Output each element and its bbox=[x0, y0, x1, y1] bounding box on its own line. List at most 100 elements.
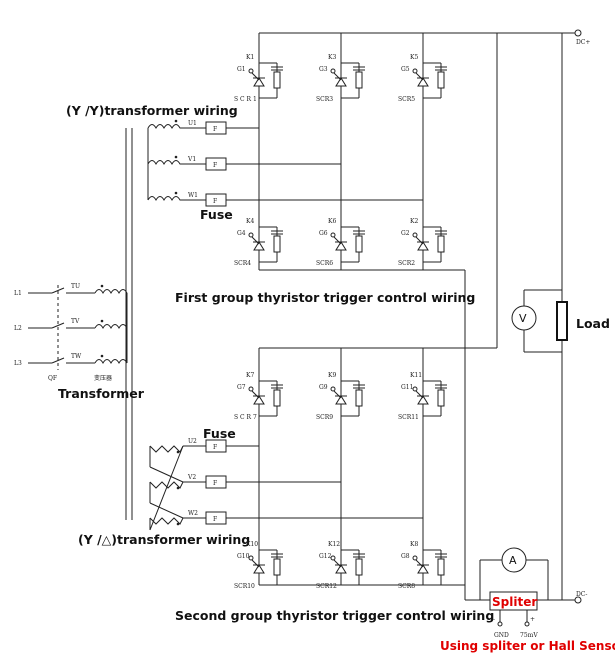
gate-label: G1 bbox=[237, 66, 246, 73]
gate-label: G6 bbox=[319, 230, 328, 237]
voltmeter-label: V bbox=[519, 312, 527, 325]
first-group-label: First group thyristor trigger control wi… bbox=[175, 290, 475, 305]
gate-lead bbox=[251, 236, 260, 245]
snubber-resistor bbox=[437, 558, 445, 576]
gnd-label: GND bbox=[494, 632, 509, 639]
phase-labels: U1 V1 W1 U2 V2 W2 bbox=[187, 120, 198, 517]
thyristor-symbol bbox=[417, 241, 429, 251]
gate-lead bbox=[415, 559, 424, 568]
gate-terminal bbox=[330, 555, 336, 561]
gate-terminal bbox=[248, 555, 254, 561]
scr-label: SCR12 bbox=[316, 583, 337, 590]
thyristor-symbol bbox=[253, 77, 265, 87]
fuse-box-label: F bbox=[213, 480, 217, 487]
scr-label: S C R 7 bbox=[234, 414, 257, 421]
gate-lead bbox=[251, 559, 260, 568]
snubber-resistor bbox=[273, 71, 281, 89]
load-resistor: Load bbox=[556, 301, 610, 341]
snubber-resistor bbox=[355, 558, 363, 576]
gate-label: G8 bbox=[401, 553, 410, 560]
phase-label: V2 bbox=[187, 474, 196, 481]
gate-lead bbox=[415, 236, 424, 245]
mains-label: L1 bbox=[14, 290, 22, 297]
gate-lead bbox=[415, 390, 424, 399]
snubber-resistor bbox=[437, 235, 445, 253]
gate-terminal bbox=[412, 386, 418, 392]
fuse-top-label: Fuse bbox=[200, 207, 233, 222]
gate-lead bbox=[333, 559, 342, 568]
gate-terminal bbox=[412, 232, 418, 238]
gate-label: G3 bbox=[319, 66, 328, 73]
scr-label: SCR2 bbox=[398, 260, 415, 267]
gate-lead bbox=[251, 390, 260, 399]
snubber-resistor bbox=[437, 389, 445, 407]
fuse-box-label: F bbox=[213, 516, 217, 523]
phase-label: W2 bbox=[188, 510, 198, 517]
anode-label: K3 bbox=[328, 54, 336, 61]
gate-label: G9 bbox=[319, 384, 328, 391]
ammeter-label: A bbox=[509, 554, 517, 567]
anode-label: K9 bbox=[328, 372, 336, 379]
thyristor-symbol bbox=[335, 77, 347, 87]
fuses: F F F F F F bbox=[205, 121, 227, 525]
snubber-resistor bbox=[273, 389, 281, 407]
gate-label: G12 bbox=[319, 553, 332, 560]
thyristor-symbol bbox=[335, 395, 347, 405]
thyristor-symbol bbox=[417, 77, 429, 87]
gate-label: G10 bbox=[237, 553, 250, 560]
gate-terminal bbox=[248, 232, 254, 238]
gate-label: G7 bbox=[237, 384, 246, 391]
scr-label: SCR10 bbox=[234, 583, 255, 590]
scr-label: SCR11 bbox=[398, 414, 419, 421]
mains-label: L3 bbox=[14, 360, 22, 367]
thyristor-symbol bbox=[417, 395, 429, 405]
gate-terminal bbox=[330, 386, 336, 392]
thyristor-symbol bbox=[335, 564, 347, 574]
gate-lead bbox=[415, 72, 424, 81]
phase-label: V1 bbox=[187, 156, 196, 163]
scr-label: S C R 1 bbox=[234, 96, 257, 103]
mains-label: L2 bbox=[14, 325, 22, 332]
gate-lead bbox=[333, 72, 342, 81]
sensor-note: Using spliter or Hall Sensor bbox=[440, 639, 615, 653]
snubber-resistor bbox=[355, 235, 363, 253]
anode-label: K4 bbox=[246, 218, 254, 225]
dc-plus-label: DC+ bbox=[576, 39, 590, 46]
fuse-box-label: F bbox=[213, 126, 217, 133]
scr-label: SCR9 bbox=[316, 414, 333, 421]
anode-label: K12 bbox=[328, 541, 340, 548]
scr-label: SCR5 bbox=[398, 96, 415, 103]
snubber-resistor bbox=[273, 558, 281, 576]
anode-label: K5 bbox=[410, 54, 418, 61]
dc-minus-label: DC- bbox=[576, 591, 587, 598]
scr-label: SCR6 bbox=[316, 260, 333, 267]
spliter-minus-label: - bbox=[493, 616, 495, 623]
anode-label: K7 bbox=[246, 372, 254, 379]
gate-label: G11 bbox=[401, 384, 413, 391]
thyristor-symbol bbox=[335, 241, 347, 251]
yy-secondary-windings bbox=[147, 119, 183, 202]
spliter-label: Spliter bbox=[492, 595, 537, 609]
second-group-label: Second group thyristor trigger control w… bbox=[175, 608, 494, 623]
phase-label: W1 bbox=[188, 192, 198, 199]
gate-terminal bbox=[330, 68, 336, 74]
qf-label: QF bbox=[48, 375, 57, 382]
anode-label: K2 bbox=[410, 218, 418, 225]
thyristor-symbol bbox=[417, 564, 429, 574]
thyristor-symbol bbox=[253, 395, 265, 405]
tap-label: TW bbox=[71, 353, 82, 360]
tap-label: TU bbox=[71, 283, 80, 290]
gate-lead bbox=[333, 390, 342, 399]
fuse-box-label: F bbox=[213, 198, 217, 205]
ammeter-icon: A bbox=[501, 547, 527, 573]
transformer-cn-label: 变压器 bbox=[94, 374, 112, 382]
snubber-resistor bbox=[355, 389, 363, 407]
